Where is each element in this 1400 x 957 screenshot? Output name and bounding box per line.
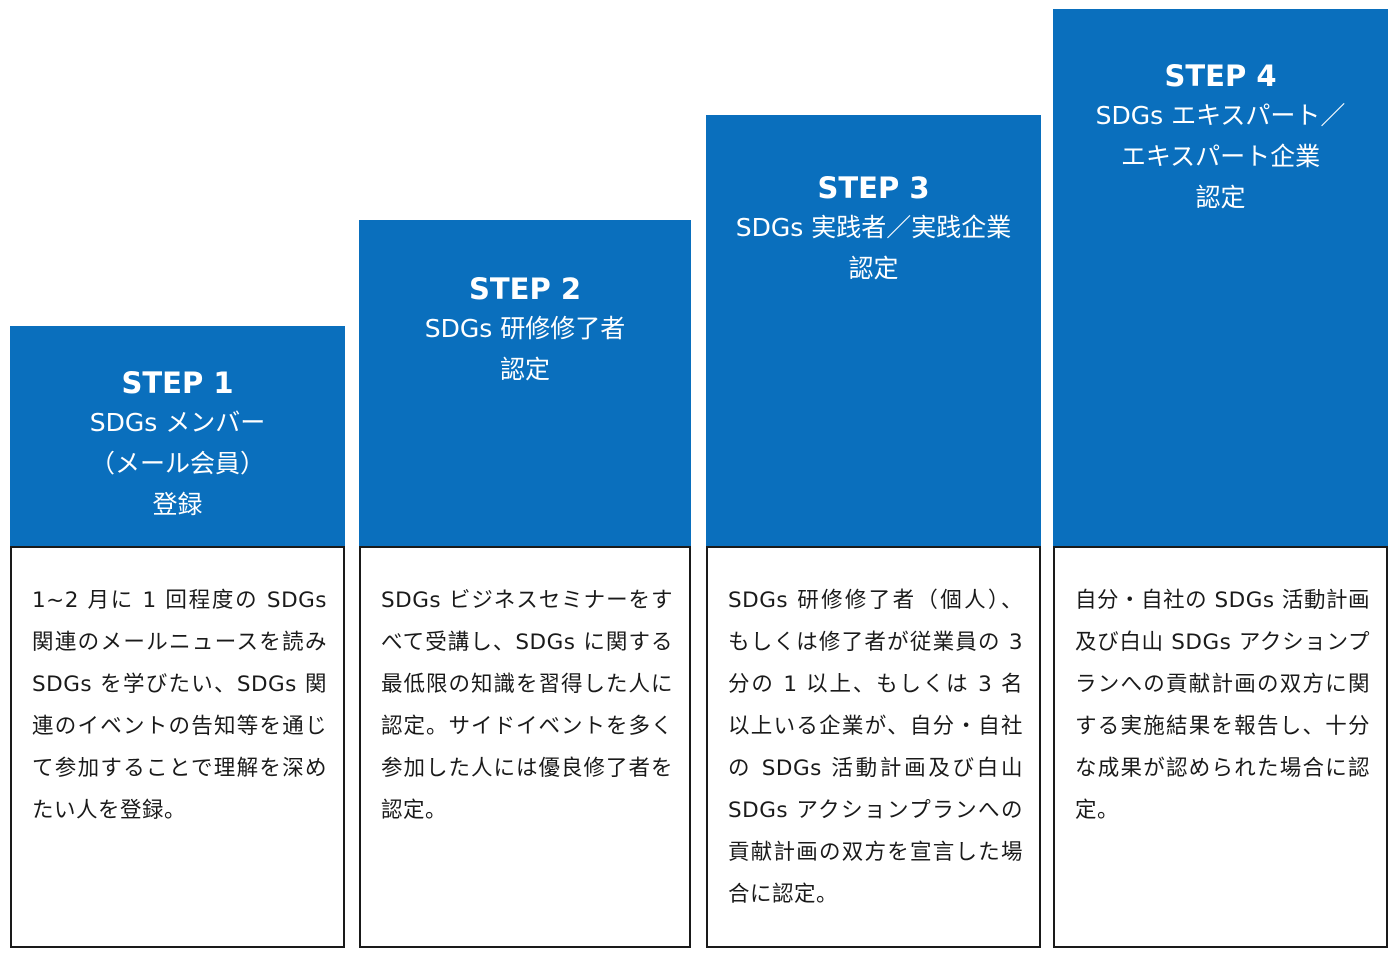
step-2-header: STEP 2 SDGs 研修修了者 認定: [359, 220, 691, 546]
step-1-title: STEP 1: [121, 366, 234, 400]
step-3-line-2: 認定: [848, 254, 899, 283]
step-1-header: STEP 1 SDGs メンバー （メール会員） 登録: [10, 326, 345, 546]
step-3-line-1: SDGs 実践者／実践企業: [735, 213, 1012, 242]
step-2: STEP 2 SDGs 研修修了者 認定 SDGs ビジネスセミナーをすべて受講…: [359, 220, 691, 948]
step-1: STEP 1 SDGs メンバー （メール会員） 登録 1~2 月に 1 回程度…: [10, 326, 345, 948]
step-1-line-1: SDGs メンバー: [89, 408, 266, 437]
step-1-description: 1~2 月に 1 回程度の SDGs 関連のメールニュースを読み SDGs を学…: [10, 546, 345, 948]
step-4-header: STEP 4 SDGs エキスパート／ エキスパート企業 認定: [1053, 9, 1388, 546]
step-4-title: STEP 4: [1164, 59, 1277, 93]
step-2-line-2: 認定: [499, 355, 550, 384]
step-4-line-2: エキスパート企業: [1120, 142, 1321, 171]
step-1-line-2: （メール会員）: [89, 449, 265, 478]
step-4-line-1: SDGs エキスパート／: [1095, 101, 1346, 130]
step-4: STEP 4 SDGs エキスパート／ エキスパート企業 認定 自分・自社の S…: [1053, 9, 1388, 948]
step-2-description: SDGs ビジネスセミナーをすべて受講し、SDGs に関する最低限の知識を習得し…: [359, 546, 691, 948]
step-2-line-1: SDGs 研修修了者: [424, 314, 626, 343]
step-4-line-3: 認定: [1195, 183, 1246, 212]
step-3: STEP 3 SDGs 実践者／実践企業 認定 SDGs 研修修了者（個人）、も…: [706, 115, 1041, 948]
step-2-title: STEP 2: [468, 272, 581, 306]
step-3-description: SDGs 研修修了者（個人）、もしくは修了者が従業員の 3 分の 1 以上、もし…: [706, 546, 1041, 948]
step-3-header: STEP 3 SDGs 実践者／実践企業 認定: [706, 115, 1041, 546]
step-3-title: STEP 3: [817, 171, 930, 205]
step-4-description: 自分・自社の SDGs 活動計画及び白山 SDGs アクションプランへの貢献計画…: [1053, 546, 1388, 948]
step-1-line-3: 登録: [152, 490, 203, 519]
